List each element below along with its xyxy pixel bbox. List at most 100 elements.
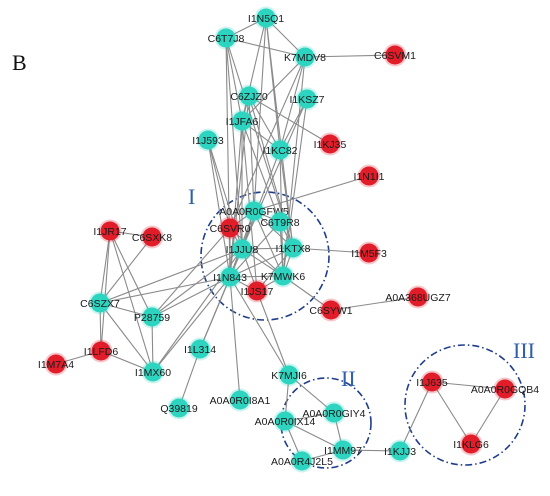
edge-A0A0R0GQB4-I1KLG6: [470, 388, 506, 445]
node-K7MDV8[interactable]: K7MDV8: [284, 45, 326, 69]
edge-I1JR17-C6SZX7: [99, 230, 111, 304]
node-label: C6SZX7: [80, 298, 120, 310]
edge-I1JR17-P28759: [109, 230, 153, 318]
edge-I1J635-A0A0R0GQB4: [431, 381, 506, 390]
node-I1JFA6[interactable]: I1JFA6: [226, 109, 259, 133]
node-C6SXK8[interactable]: C6SXK8: [132, 225, 172, 249]
node-marker: [142, 227, 162, 247]
edge-I1N5Q1-I1KTX8: [265, 17, 294, 249]
node-A0A0R0I8A1[interactable]: A0A0R0I8A1: [210, 388, 271, 412]
node-marker: [46, 354, 66, 374]
node-I1N843[interactable]: I1N843: [213, 265, 247, 289]
node-label: I1N843: [213, 272, 247, 284]
node-C6SVM1[interactable]: C6SVM1: [374, 43, 416, 67]
node-I1JR17[interactable]: I1JR17: [93, 219, 127, 243]
node-marker: [359, 166, 379, 186]
node-I1MM97[interactable]: I1MM97: [324, 438, 362, 462]
node-marker: [279, 365, 299, 385]
edge-I1J593-I1N843: [207, 139, 231, 278]
edge-I1MM97-I1KJJ3: [342, 449, 401, 452]
node-C6T9R8[interactable]: C6T9R8: [260, 210, 300, 234]
node-marker: [232, 111, 252, 131]
node-marker: [390, 441, 410, 461]
node-marker: [270, 212, 290, 232]
node-label: C6SVR0: [210, 223, 251, 235]
node-label: A0A368UGZ7: [385, 292, 451, 304]
edge-I1JR17-I1LFD6: [100, 230, 111, 352]
node-I1KTX8[interactable]: I1KTX8: [275, 236, 311, 260]
node-marker: [91, 341, 111, 361]
node-label: K7MWK6: [261, 271, 306, 283]
node-marker: [422, 372, 442, 392]
edge-I1KSZ7-I1JJU8: [241, 98, 308, 250]
edge-C6SZX7-I1MX60: [99, 302, 154, 373]
node-I1MX60[interactable]: I1MX60: [135, 360, 171, 384]
group-label-III: III: [513, 338, 535, 363]
node-label: I1JJU8: [226, 244, 259, 256]
edge-K7MDV8-I1JFA6: [241, 56, 306, 122]
node-I1KLG6[interactable]: I1KLG6: [453, 432, 489, 456]
edge-A0A0R0I8A1-I1N843: [229, 276, 241, 401]
edge-C6SVR0-K7MWK6: [229, 227, 284, 277]
node-label: I1KJ35: [314, 139, 347, 151]
node-label: C6SVM1: [374, 50, 416, 62]
edge-C6SZX7-I1N843: [99, 276, 231, 304]
edge-C6SZX7-I1JJU8: [99, 248, 243, 304]
node-marker: [408, 287, 428, 307]
edge-K7MDV8-C6SVM1: [304, 54, 396, 58]
node-I1KSZ7[interactable]: I1KSZ7: [289, 87, 325, 111]
node-I1L314[interactable]: I1L314: [184, 337, 216, 361]
node-I1M7A4[interactable]: I1M7A4: [38, 352, 74, 376]
node-A0A0R0IX14[interactable]: A0A0R0IX14: [255, 409, 316, 433]
node-label: C6SYW1: [309, 305, 352, 317]
node-I1J593[interactable]: I1J593: [192, 128, 224, 152]
edge-K7MDV8-I1KC82: [279, 56, 306, 151]
node-A0A0R0GIY4[interactable]: A0A0R0GIY4: [302, 401, 366, 425]
node-I1JJU8[interactable]: I1JJU8: [226, 237, 259, 261]
edge-I1KSZ7-I1KC82: [279, 98, 308, 151]
edge-I1KJJ3-I1J635: [399, 381, 433, 452]
node-marker: [100, 221, 120, 241]
node-marker: [142, 307, 162, 327]
edge-K7MJI6-I1N843: [229, 276, 290, 376]
node-I1J635[interactable]: I1J635: [416, 370, 448, 394]
node-I1KJ35[interactable]: I1KJ35: [314, 132, 347, 156]
node-A0A368UGZ7[interactable]: A0A368UGZ7: [385, 285, 451, 309]
node-I1M5F3[interactable]: I1M5F3: [351, 241, 387, 265]
node-K7MWK6[interactable]: K7MWK6: [261, 264, 306, 288]
node-C6SYW1[interactable]: C6SYW1: [309, 298, 353, 322]
node-A0A0R4J2L5[interactable]: A0A0R4J2L5: [271, 449, 333, 473]
node-label: K7MDV8: [284, 52, 326, 64]
node-C6T7J8[interactable]: C6T7J8: [208, 26, 245, 50]
node-Q39819[interactable]: Q39819: [160, 396, 198, 420]
node-K7MJI6[interactable]: K7MJI6: [271, 363, 307, 387]
node-P28759[interactable]: P28759: [134, 305, 170, 329]
node-I1KJJ3[interactable]: I1KJJ3: [384, 439, 416, 463]
node-marker: [495, 379, 515, 399]
node-label: I1N1I1: [354, 171, 385, 183]
node-label: A0A0R0GIY4: [302, 408, 365, 420]
node-marker: [324, 403, 344, 423]
group-circle-III: [404, 344, 526, 466]
edge-C6T7J8-I1N843: [225, 37, 231, 278]
node-A0A0R0GQB4[interactable]: A0A0R0GQB4: [471, 377, 539, 401]
edge-I1J593-C6SVR0: [207, 139, 231, 229]
node-I1N1I1[interactable]: I1N1I1: [354, 164, 385, 188]
node-A0A0R0GFW5[interactable]: A0A0R0GFW5: [219, 199, 289, 223]
node-label: I1JR17: [93, 226, 126, 238]
node-C6ZJZ0[interactable]: C6ZJZ0: [230, 84, 268, 108]
node-I1N5Q1[interactable]: I1N5Q1: [248, 6, 284, 30]
node-I1JS17[interactable]: I1JS17: [241, 279, 274, 303]
edge-C6T9R8-I1N843: [229, 221, 281, 278]
node-I1LFD6[interactable]: I1LFD6: [84, 339, 119, 363]
node-marker: [270, 140, 290, 160]
edge-C6ZJZ0-I1KJ35: [248, 95, 331, 145]
edge-I1KTX8-I1N843: [229, 247, 294, 278]
node-label: I1KLG6: [453, 439, 489, 451]
node-marker: [320, 134, 340, 154]
edge-K7MJI6-A0A0R0GIY4: [288, 374, 335, 414]
node-C6SZX7[interactable]: C6SZX7: [80, 291, 120, 315]
node-C6SVR0[interactable]: C6SVR0: [210, 216, 251, 240]
node-I1KC82[interactable]: I1KC82: [262, 138, 298, 162]
